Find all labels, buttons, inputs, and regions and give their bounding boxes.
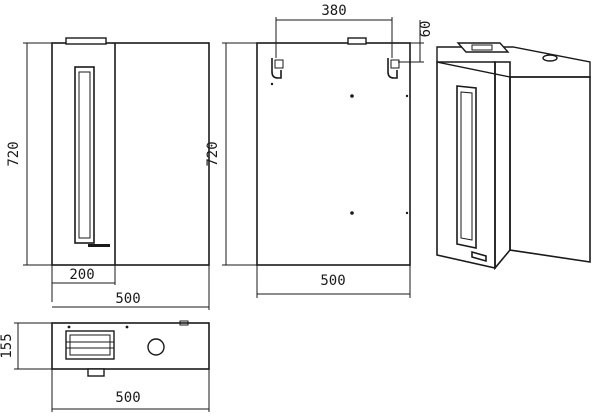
front-light-fixture (65, 37, 107, 45)
dim-hook-offset-label: 60 (418, 21, 434, 38)
iso-round-opening (542, 54, 558, 62)
back-cabinet-body (256, 42, 411, 266)
front-mirror-inner (78, 71, 91, 239)
top-round-opening (147, 338, 165, 356)
hook-icon (387, 58, 400, 79)
top-handle (87, 368, 105, 377)
dim-hook-spacing-label: 380 (321, 3, 346, 19)
iso-light-inner (471, 44, 493, 51)
iso-mirror-outer (456, 85, 477, 249)
dim-front-width-label: 500 (115, 291, 140, 307)
mount-dot (350, 211, 354, 215)
iso-light-fixture (456, 42, 510, 53)
top-light-fixture (65, 330, 115, 360)
front-handle (88, 244, 110, 247)
iso-mirror-inner (460, 91, 473, 241)
front-view: 720 200 500 (6, 37, 210, 310)
mount-dot (350, 94, 354, 98)
isometric-view (436, 42, 591, 271)
front-mirror-outer (74, 66, 95, 244)
dim-door-width-label: 200 (69, 267, 94, 283)
dim-top-width-label: 500 (115, 390, 140, 406)
dim-top-depth-label: 155 (0, 333, 15, 358)
hook-icon (271, 58, 284, 79)
mount-dot (405, 94, 409, 98)
dim-front-height-label: 720 (6, 141, 22, 166)
back-view: 720 380 60 500 (205, 3, 434, 298)
dim-back-width-label: 500 (320, 273, 345, 289)
mount-dot (405, 211, 409, 215)
mount-dot (125, 325, 129, 329)
iso-handle (471, 250, 487, 263)
mount-dot (67, 325, 71, 329)
mount-dot (270, 82, 274, 86)
iso-edge (509, 249, 591, 263)
dim-back-height-label: 720 (205, 141, 221, 166)
top-view: 155 500 (0, 320, 210, 412)
iso-right-body (509, 76, 591, 263)
top-view-body (51, 322, 210, 370)
iso-door-side (494, 61, 511, 271)
front-cabinet-body (51, 42, 210, 266)
back-light-fixture (347, 37, 367, 45)
top-light-inner (69, 334, 111, 356)
top-bracket (179, 320, 189, 326)
